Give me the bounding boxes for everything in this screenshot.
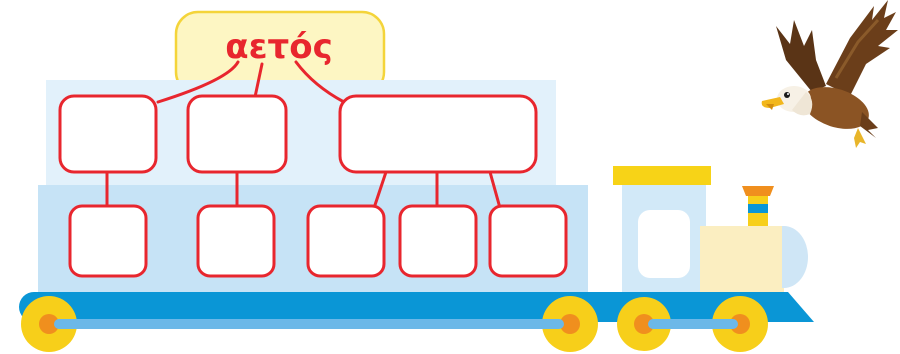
- target-word: αετός: [225, 27, 333, 67]
- chimney-icon: [742, 186, 774, 226]
- answer-box-2[interactable]: [188, 96, 286, 172]
- train-platform: [19, 292, 814, 322]
- answer-box-4[interactable]: [70, 206, 146, 276]
- eagle-icon: [762, 0, 898, 148]
- locomotive: [613, 166, 808, 293]
- answer-box-5[interactable]: [198, 206, 274, 276]
- answer-box-7[interactable]: [400, 206, 476, 276]
- axle-rod-front: [648, 319, 738, 329]
- answer-box-3[interactable]: [340, 96, 536, 172]
- engine-roof: [613, 166, 711, 185]
- answer-box-6[interactable]: [308, 206, 384, 276]
- answer-box-8[interactable]: [490, 206, 566, 276]
- answer-box-1[interactable]: [60, 96, 156, 172]
- engine-boiler: [700, 226, 784, 292]
- axle-rod-back: [54, 319, 564, 329]
- engine-window: [638, 210, 690, 278]
- level-2-boxes: [70, 206, 566, 276]
- engine-nose: [782, 226, 808, 288]
